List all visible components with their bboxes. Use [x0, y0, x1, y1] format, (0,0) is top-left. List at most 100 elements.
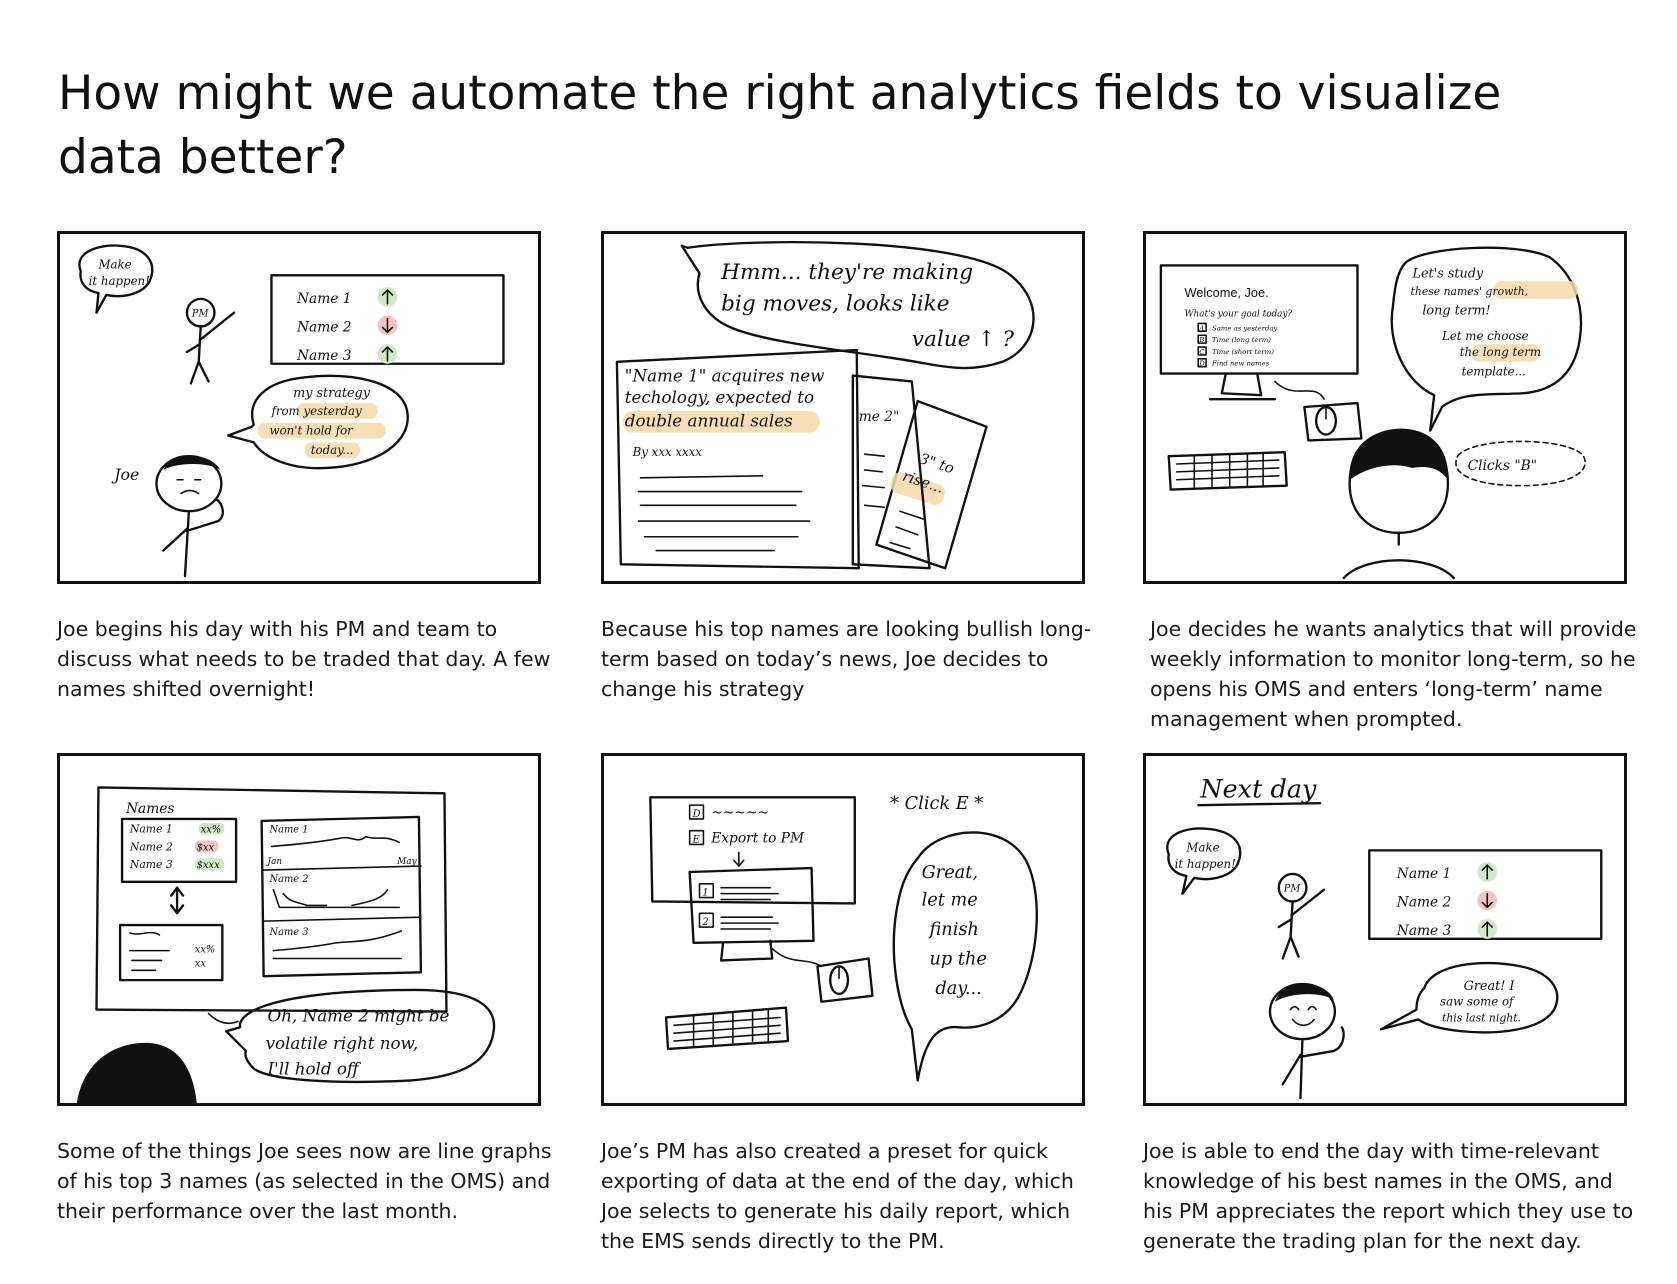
storyboard-panel-5: D ~~~~~ E Export to PM 1 2 * Click E * G… [601, 753, 1085, 1106]
bubble-line-6: template... [1462, 365, 1526, 379]
headline-line-1: "Name 1" acquires new [625, 365, 825, 385]
click-action-text: * Click E * [890, 794, 983, 814]
row-1-value: xx% [201, 825, 221, 836]
ems-menu [649, 796, 856, 905]
axis-end-label: May [396, 857, 417, 867]
menu-item-export-to-pm[interactable]: E Export to PM [688, 829, 805, 847]
panel-6-caption: Joe is able to end the day with time-rel… [1143, 1139, 1634, 1253]
bubble-line-1: Oh, Name 2 might be [268, 1005, 450, 1025]
headline-line-2: techology, expected to [625, 387, 814, 407]
bubble-line-3: long term! [1422, 304, 1490, 319]
menu-item-d[interactable]: D ~~~~~ [688, 804, 769, 821]
panel-2-caption: Because his top names are looking bullis… [601, 617, 1092, 701]
headline-line-3: double annual sales [625, 411, 793, 431]
mousepad [816, 957, 874, 1003]
paper-2-label: me 2" [859, 409, 900, 425]
option-b[interactable]: B Time (long term) [1197, 334, 1271, 344]
welcome-text: Welcome, Joe. [1184, 285, 1268, 300]
graphs-panel [260, 815, 423, 978]
bubble-line-3: finish [928, 920, 979, 940]
axis-start-label: Jan [266, 857, 283, 867]
panel-4-sketch: Names Name 1 xx% Name 2 $xx Name 3 $xxx … [76, 786, 496, 1103]
panel-1-sketch: Make it happen! PM Name 1 Name 2 Name 3 … [78, 244, 505, 578]
graph-2-label: Name 2 [269, 874, 309, 885]
graph-1-line [270, 835, 401, 848]
oms-screen [95, 786, 448, 1013]
svg-text:Time (long term): Time (long term) [1212, 336, 1271, 344]
option-a[interactable]: A Same as yesterday [1197, 322, 1277, 332]
svg-text:~~~~~: ~~~~~ [711, 805, 769, 821]
name-row-3: Name 3 [1396, 923, 1452, 939]
graph-3-line [272, 930, 403, 960]
bubble-line-5: the long term [1460, 345, 1541, 359]
byline: By xxx xxxx [632, 445, 703, 459]
storyboard-panel-6: Next day Make it happen! PM Name 1 Name … [1143, 753, 1627, 1106]
pm-label: PM [191, 309, 210, 320]
bubble-line-1: Hmm... they're making [720, 260, 973, 285]
next-day-heading: Next day [1199, 774, 1317, 804]
bubble-line-4: Let me choose [1441, 329, 1529, 343]
graph-3-label: Name 3 [269, 927, 309, 938]
bubble-line-2: these names' growth, [1411, 285, 1529, 298]
bubble-line-3: value ↑ ? [912, 327, 1015, 352]
monitor-screen [1159, 264, 1359, 375]
svg-text:D: D [1198, 360, 1205, 368]
row-3-value: $xxx [197, 860, 220, 871]
name-row-2: Name 2 [1396, 894, 1452, 910]
svg-text:A: A [1198, 324, 1204, 332]
item-2-key: 2 [701, 917, 708, 928]
storyboard-panel-4: Names Name 1 xx% Name 2 $xx Name 3 $xxx … [57, 753, 541, 1106]
bubble-line-4: up the [930, 949, 987, 969]
joe-bubble-line-4: today... [311, 443, 354, 457]
click-action-text: Clicks "B" [1468, 458, 1538, 474]
svg-text:Export to PM: Export to PM [710, 831, 805, 847]
svg-text:Same as yesterday: Same as yesterday [1212, 324, 1277, 332]
joe-bubble-line-1: my strategy [293, 386, 371, 401]
storyboard-panel-1: Make it happen! PM Name 1 Name 2 Name 3 … [57, 231, 541, 584]
option-d[interactable]: D Find new names [1197, 358, 1270, 368]
name-row-3: Name 3 [296, 348, 352, 364]
pm-bubble-line-1: Make [1185, 840, 1219, 854]
row-2-value: $xx [197, 842, 215, 853]
keyboard-icon [664, 1006, 790, 1051]
graph-1-label: Name 1 [269, 825, 309, 836]
mousepad [1303, 401, 1363, 442]
goal-question: What's your goal today? [1184, 310, 1292, 320]
panel-5-caption: Joe’s PM has also created a preset for q… [601, 1139, 1074, 1253]
panel-5-sketch: D ~~~~~ E Export to PM 1 2 * Click E * G… [649, 794, 1038, 1082]
joe-head-back [76, 1042, 197, 1103]
svg-text:B: B [1198, 336, 1204, 344]
names-card [1368, 849, 1603, 941]
panel-1-caption: Joe begins his day with his PM and team … [57, 617, 551, 701]
svg-text:E: E [692, 835, 701, 846]
pm-bubble-line-2: it happen! [1175, 857, 1236, 871]
names-table [120, 817, 238, 884]
row-3-name: Name 3 [129, 858, 173, 871]
down-arrow-icon [733, 851, 745, 867]
row-1-name: Name 1 [129, 823, 173, 836]
bubble-line-1: Let's study [1412, 266, 1484, 281]
name-row-1: Name 1 [296, 291, 352, 307]
joe-bubble-line-1: Great! I [1464, 979, 1516, 994]
panel-6-sketch: Next day Make it happen! PM Name 1 Name … [1166, 774, 1603, 1100]
panel-3-caption: Joe decides he wants analytics that will… [1150, 617, 1637, 731]
svg-text:Time (short term): Time (short term) [1212, 348, 1274, 356]
summary-box [118, 923, 224, 982]
graph-2-line [272, 888, 401, 909]
panel-4-caption: Some of the things Joe sees now are line… [57, 1139, 552, 1223]
panel-2-sketch: Hmm... they're making big moves, looks l… [615, 240, 1035, 570]
storyboard-panel-3: Welcome, Joe. What's your goal today? A … [1143, 231, 1627, 584]
joe-label: Joe [111, 465, 139, 484]
pm-bubble-line-2: it happen! [89, 274, 150, 288]
joe-bubble-line-2: from yesterday [270, 404, 362, 418]
list-title: Names [125, 801, 174, 817]
row-2-name: Name 2 [129, 840, 173, 853]
svg-text:D: D [692, 809, 701, 820]
bubble-line-2: volatile right now, [266, 1033, 419, 1053]
monitor-screen [688, 866, 815, 944]
bubble-line-2: big moves, looks like [721, 292, 949, 317]
click-bubble [1455, 440, 1586, 487]
pm-label: PM [1283, 884, 1302, 895]
option-c[interactable]: C Time (short term) [1197, 346, 1274, 356]
page-title: How might we automate the right analytic… [58, 66, 1502, 185]
